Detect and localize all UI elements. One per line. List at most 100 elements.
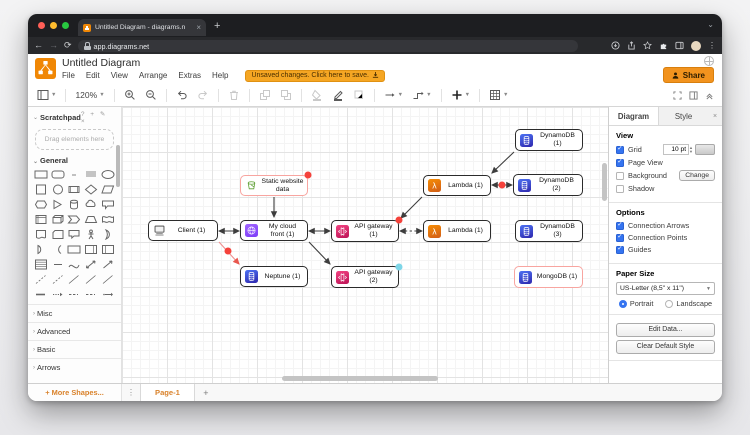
reload-icon[interactable]: ⟳ bbox=[64, 40, 72, 50]
background-checkbox[interactable] bbox=[616, 171, 624, 180]
section-basic[interactable]: ›Basic bbox=[28, 340, 121, 358]
waypoint-style-dropdown[interactable]: ▼ bbox=[409, 88, 434, 102]
menu-file[interactable]: File bbox=[62, 71, 75, 80]
menu-extras[interactable]: Extras bbox=[178, 71, 202, 80]
more-shapes-button[interactable]: + More Shapes... bbox=[28, 384, 122, 401]
shape-dline[interactable] bbox=[50, 273, 66, 286]
grid-size-stepper[interactable]: ▲▼ bbox=[689, 144, 693, 154]
shape-doc[interactable] bbox=[33, 228, 49, 241]
section-arrows[interactable]: ›Arrows bbox=[28, 358, 121, 376]
shape-diamond[interactable] bbox=[83, 183, 99, 196]
delete-icon[interactable] bbox=[225, 88, 243, 102]
language-globe-icon[interactable] bbox=[704, 56, 714, 66]
share-icon[interactable] bbox=[627, 41, 636, 50]
page-tab-1[interactable]: Page-1 bbox=[140, 384, 195, 401]
view-panel-button[interactable]: ▼ bbox=[34, 88, 59, 102]
address-bar[interactable]: app.diagrams.net bbox=[77, 39, 578, 52]
connection-style-dropdown[interactable]: ▼ bbox=[381, 88, 406, 102]
new-tab-button[interactable]: + bbox=[214, 19, 221, 32]
connection-arrows-checkbox[interactable]: ✓ bbox=[616, 221, 624, 230]
shape-dline[interactable] bbox=[33, 273, 49, 286]
node-neptune-1[interactable]: Neptune (1) bbox=[240, 266, 308, 287]
zoom-out-icon[interactable] bbox=[142, 88, 160, 102]
menu-help[interactable]: Help bbox=[212, 71, 229, 80]
shape-para[interactable] bbox=[100, 183, 116, 196]
shape-sline[interactable] bbox=[67, 273, 83, 286]
node-api-gateway-2[interactable]: API gateway (2) bbox=[331, 266, 399, 288]
to-front-icon[interactable] bbox=[256, 88, 274, 102]
sidebar-scrollbar[interactable] bbox=[116, 145, 120, 187]
shadow-checkbox[interactable] bbox=[616, 184, 624, 193]
shape-text[interactable] bbox=[67, 168, 83, 181]
zoom-in-icon[interactable] bbox=[121, 88, 139, 102]
section-advanced[interactable]: ›Advanced bbox=[28, 322, 121, 340]
shape-or[interactable] bbox=[100, 228, 116, 241]
shape-square[interactable] bbox=[33, 183, 49, 196]
shape-sline[interactable] bbox=[83, 273, 99, 286]
document-title[interactable]: Untitled Diagram bbox=[62, 56, 141, 69]
shape-hline[interactable] bbox=[50, 258, 66, 271]
landscape-radio[interactable] bbox=[665, 299, 674, 308]
close-window-button[interactable] bbox=[38, 22, 45, 29]
scratchpad-action-icons[interactable]: ? + ✎ × bbox=[80, 111, 108, 125]
tab-close-icon[interactable]: × bbox=[196, 22, 201, 32]
shape-process[interactable] bbox=[67, 183, 83, 196]
shape-dashline[interactable] bbox=[67, 288, 83, 301]
menu-edit[interactable]: Edit bbox=[85, 71, 100, 80]
tab-style[interactable]: Style bbox=[674, 111, 693, 121]
shape-dashline[interactable] bbox=[83, 288, 99, 301]
menu-kebab-icon[interactable]: ⋮ bbox=[708, 41, 716, 50]
back-icon[interactable]: ← bbox=[34, 40, 43, 50]
shape-tri[interactable] bbox=[50, 198, 66, 211]
bookmark-star-icon[interactable] bbox=[643, 41, 652, 50]
format-panel-toggle-icon[interactable] bbox=[689, 90, 698, 100]
line-color-icon[interactable] bbox=[329, 88, 347, 102]
shape-callout[interactable] bbox=[100, 198, 116, 211]
shape-nearrow[interactable] bbox=[100, 258, 116, 271]
minimize-window-button[interactable] bbox=[50, 22, 57, 29]
pages-menu-icon[interactable]: ⋮ bbox=[127, 388, 135, 397]
endpoint-dot-apigw1[interactable] bbox=[395, 216, 403, 224]
maximize-window-button[interactable] bbox=[62, 22, 69, 29]
fullscreen-icon[interactable] bbox=[673, 90, 682, 100]
edge-cloudfront-to-apigw2[interactable] bbox=[308, 241, 331, 265]
shape-rectr[interactable] bbox=[83, 243, 99, 256]
node-dynamodb-2[interactable]: DynamoDB (2) bbox=[513, 174, 583, 196]
shape-ellipse[interactable] bbox=[100, 168, 116, 181]
midpoint-dot-client-neptune[interactable] bbox=[224, 247, 232, 255]
edge-lambda1a-to-apigw1[interactable] bbox=[400, 196, 423, 219]
page-view-checkbox[interactable]: ✓ bbox=[616, 158, 624, 167]
shadow-icon[interactable] bbox=[350, 88, 368, 102]
shape-rectl[interactable] bbox=[100, 243, 116, 256]
shape-hex[interactable] bbox=[33, 198, 49, 211]
insert-dropdown[interactable]: ▼ bbox=[448, 88, 473, 102]
canvas-vertical-scrollbar[interactable] bbox=[602, 163, 607, 201]
shape-arc[interactable] bbox=[50, 243, 66, 256]
connection-points-checkbox[interactable]: ✓ bbox=[616, 233, 624, 242]
canvas-horizontal-scrollbar[interactable] bbox=[282, 376, 438, 381]
collapse-toolbar-icon[interactable] bbox=[705, 91, 714, 100]
scratchpad-chevron-icon[interactable]: ⌄ bbox=[33, 115, 39, 121]
install-icon[interactable] bbox=[611, 41, 620, 50]
shape-cyl[interactable] bbox=[67, 198, 83, 211]
endpoint-dot-apigw2[interactable] bbox=[395, 263, 403, 271]
node-client-1[interactable]: Client (1) bbox=[148, 220, 218, 241]
node-mongodb-1[interactable]: MongoDB (1) bbox=[514, 266, 583, 288]
shape-listbox[interactable] bbox=[33, 258, 49, 271]
shape-dotline[interactable] bbox=[100, 288, 116, 301]
scratchpad-title[interactable]: Scratchpad bbox=[40, 113, 81, 122]
shape-list[interactable] bbox=[83, 168, 99, 181]
node-dynamodb-3[interactable]: DynamoDB (3) bbox=[515, 220, 583, 242]
shape-curve[interactable] bbox=[67, 258, 83, 271]
shape-cube[interactable] bbox=[50, 213, 66, 226]
zoom-level-dropdown[interactable]: 120%▼ bbox=[75, 90, 105, 100]
shape-rect[interactable] bbox=[33, 168, 49, 181]
shape-sline[interactable] bbox=[100, 273, 116, 286]
share-button[interactable]: Share bbox=[662, 67, 714, 83]
change-background-button[interactable]: Change bbox=[679, 170, 715, 181]
paper-size-select[interactable]: US-Letter (8,5" x 11") ▼ bbox=[616, 282, 715, 295]
side-panel-icon[interactable] bbox=[675, 41, 684, 50]
